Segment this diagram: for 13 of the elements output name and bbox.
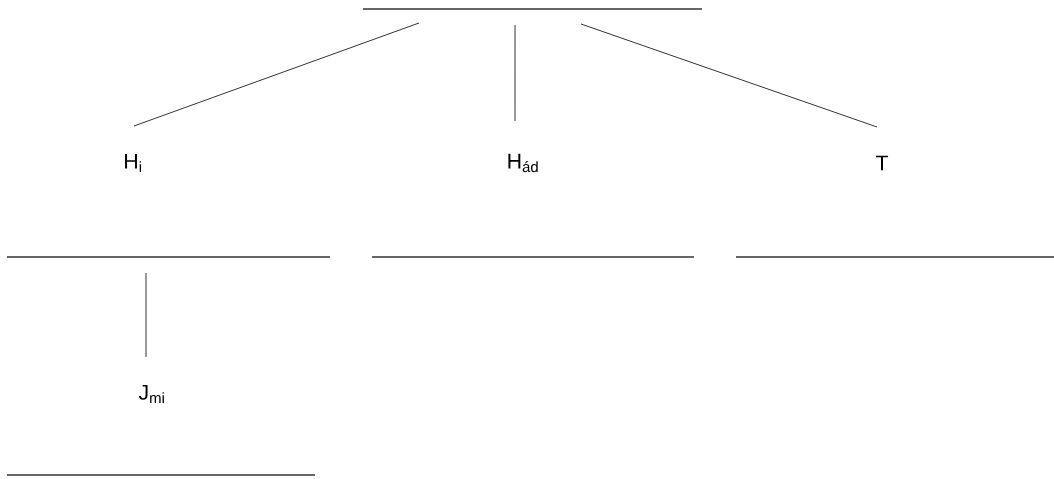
connector-line [580,23,878,128]
connector-line [145,272,147,358]
connector-line [133,22,420,127]
connector-line [514,24,516,122]
fill-in-line [372,256,694,258]
fill-in-line [7,256,330,258]
fill-in-line [363,8,702,10]
node-label: H$_{i}$ [125,153,142,173]
node-label: J$_{mi}$ [138,384,164,404]
node-label: H$_{ád}$ [508,153,538,173]
node-label: T [875,155,889,171]
fill-in-line [7,474,315,476]
fill-in-line [736,256,1054,258]
